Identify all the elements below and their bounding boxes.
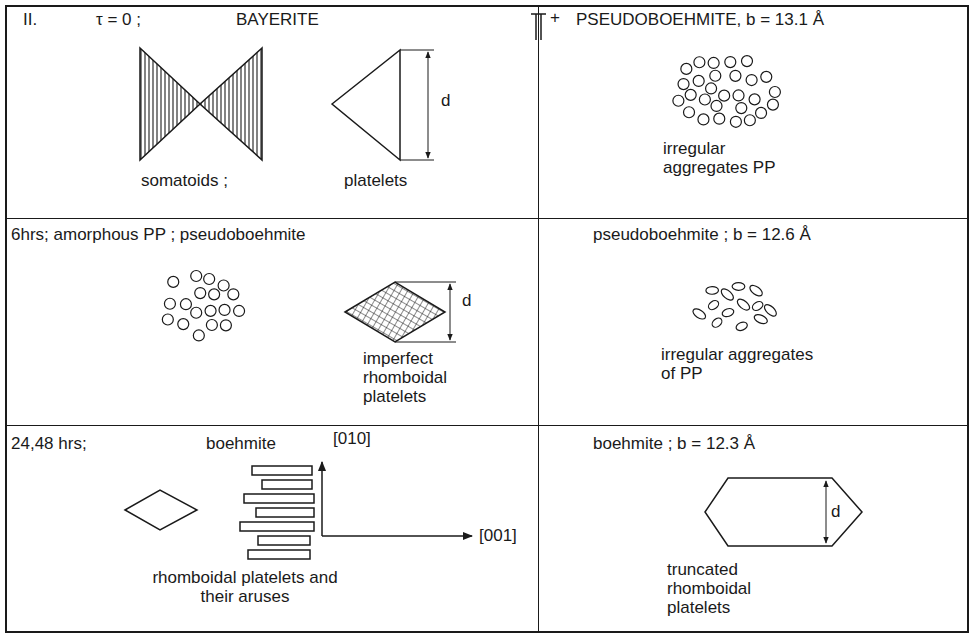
table-cell: boehmite ; b = 12.3 Å d truncated rhomboid… [538, 425, 968, 632]
cell-text: somatoids ; [141, 171, 228, 190]
table-cell: 6hrs; amorphous PP ; pseudoboehmite imper… [6, 218, 539, 426]
cell-text: II. [23, 10, 37, 29]
axis-arrows [322, 462, 472, 536]
imperfect-rhomboid [345, 282, 456, 342]
table-cell: pseudoboehmite ; b = 12.6 Å irregular agg… [538, 218, 968, 426]
table-cell: 24,48 hrs; boehmite [010] [001] rhomboidal p… [6, 425, 539, 632]
dimension-label: d [441, 91, 450, 110]
table-frame [6, 6, 968, 632]
cell-text: truncated rhomboidal platelets [667, 560, 792, 617]
cell-text: pseudoboehmite ; b = 12.6 Å [593, 225, 811, 244]
cell-text: rhomboidal platelets and their aruses [145, 568, 345, 606]
dimension-label: d [831, 502, 840, 521]
cell-text: PSEUDOBOEHMITE, b = 13.1 Å [576, 10, 824, 29]
platelet-triangle [332, 50, 434, 160]
platelet-stack [240, 466, 314, 559]
plus-sign: + [550, 8, 560, 27]
cell-text: platelets [344, 171, 407, 190]
cell-text: [010] [333, 429, 371, 448]
cell-text: boehmite ; b = 12.3 Å [593, 434, 755, 453]
cell-text: boehmite [206, 434, 276, 453]
cell-text: [001] [479, 526, 517, 545]
table-cell: II. τ = 0 ; BAYERITE somatoids ; platelets d [6, 6, 539, 219]
particle-cluster [673, 56, 781, 128]
cell-text: 24,48 hrs; [11, 434, 87, 453]
particle-cluster [162, 270, 244, 340]
cell-text: imperfect rhomboidal platelets [363, 349, 478, 406]
particle-cluster [691, 283, 778, 333]
cell-text: 6hrs; amorphous PP ; pseudoboehmite [11, 225, 306, 244]
rhomboid-platelet [125, 490, 197, 530]
dimension-label: d [462, 291, 471, 310]
cell-text: irregular aggregates PP [663, 139, 803, 177]
somatoid-shape [140, 48, 262, 160]
cell-text: BAYERITE [236, 10, 319, 29]
cell-text: irregular aggregates of PP [661, 345, 816, 383]
truncated-rhomboid [705, 478, 862, 546]
table-cell: PSEUDOBOEHMITE, b = 13.1 Å irregular aggr… [538, 6, 968, 219]
cell-text: τ = 0 ; [96, 10, 141, 29]
